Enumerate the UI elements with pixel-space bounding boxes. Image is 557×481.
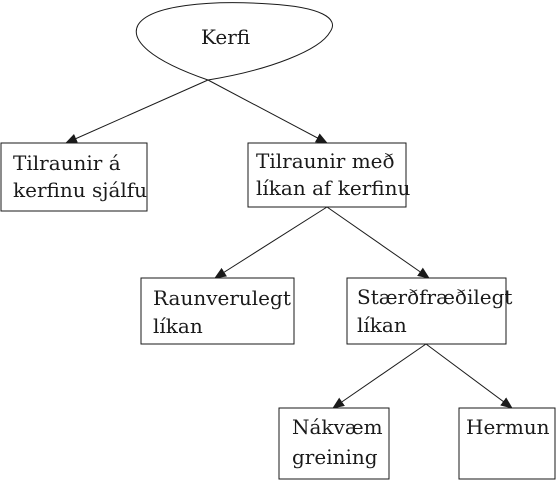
edge-root-to-experiments-with-model xyxy=(207,79,328,144)
node-box xyxy=(0,142,148,212)
node-box xyxy=(458,407,556,480)
edge-root-to-experiments-on-system xyxy=(65,79,209,144)
edge-mathematical-to-exact xyxy=(332,343,427,409)
node-box xyxy=(346,277,507,345)
node-simulation: Hermun xyxy=(458,407,556,480)
edge-model-to-mathematical xyxy=(326,206,430,279)
node-box xyxy=(247,142,407,208)
node-label-line2: líkan xyxy=(153,314,203,338)
node-box xyxy=(278,407,390,480)
node-label-line2: kerfinu sjálfu xyxy=(13,178,147,202)
node-label-line1: Raunverulegt xyxy=(153,286,291,310)
node-physical-model: Raunverulegt líkan xyxy=(140,277,295,345)
node-mathematical-model: Stærðfræðilegt líkan xyxy=(346,277,512,345)
node-experiments-on-system: Tilraunir á kerfinu sjálfu xyxy=(0,142,148,212)
node-exact-analysis: Nákvæm greining xyxy=(278,407,390,480)
node-label-line1: Hermun xyxy=(466,415,550,439)
node-label-line2: líkan xyxy=(357,313,407,337)
node-label-line1: Tilraunir með xyxy=(256,149,395,173)
edge-model-to-physical xyxy=(214,206,328,279)
node-label-line1: Stærðfræðilegt xyxy=(357,285,512,309)
node-label-line1: Nákvæm xyxy=(292,415,383,439)
node-experiments-with-model: Tilraunir með líkan af kerfinu xyxy=(247,142,410,208)
edge-mathematical-to-simulation xyxy=(425,343,513,409)
node-label-line1: Tilraunir á xyxy=(13,151,121,175)
node-box xyxy=(140,277,295,345)
root-node-kerfi: Kerfi xyxy=(135,2,333,81)
root-label: Kerfi xyxy=(201,25,250,49)
node-label-line2: greining xyxy=(292,445,378,469)
node-label-line2: líkan af kerfinu xyxy=(256,176,410,200)
root-loop-shape xyxy=(135,2,333,81)
